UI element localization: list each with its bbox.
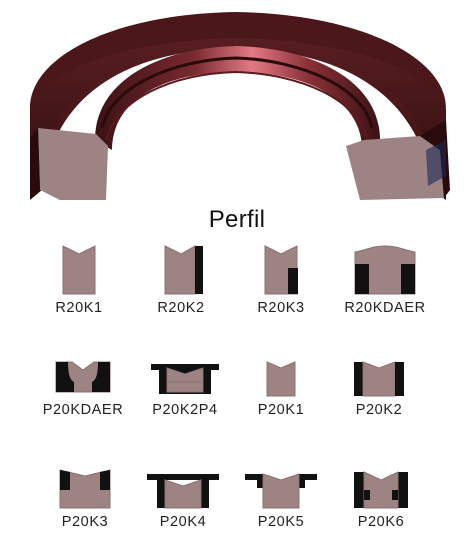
profile-p20k2: P20K2 <box>324 358 434 418</box>
profile-label: R20K1 <box>55 300 103 316</box>
profile-label: P20K5 <box>257 514 305 530</box>
p20k2-icon <box>354 361 404 397</box>
p20kdaer-icon <box>55 361 111 393</box>
r20k2-icon <box>164 245 203 295</box>
profile-label: P20K2 <box>355 402 403 418</box>
profile-label: P20K6 <box>357 514 405 530</box>
r20kdaer-icon <box>354 245 416 295</box>
p20k2p4-icon <box>151 364 219 394</box>
ring-right-band <box>426 140 446 186</box>
ring-groove-upper <box>100 56 374 129</box>
p20k6-icon <box>354 471 408 509</box>
profile-r20k1: R20K1 <box>24 244 134 316</box>
ring-right-cut <box>346 136 444 200</box>
profile-label: P20K3 <box>61 514 109 530</box>
profile-r20k3: R20K3 <box>226 244 336 316</box>
profile-label: P20K1 <box>257 402 305 418</box>
profile-p20k4: P20K4 <box>128 466 238 530</box>
ring-left-side <box>30 128 40 198</box>
profile-label: P20K4 <box>159 514 207 530</box>
profile-p20kdaer: P20KDAER <box>28 358 138 418</box>
p20k3-icon <box>59 469 111 509</box>
ring-right-side <box>420 120 450 198</box>
profile-label: R20K2 <box>157 300 205 316</box>
p20k4-icon <box>147 474 219 509</box>
profile-label: R20KDAER <box>344 300 426 316</box>
r20k1-icon <box>62 245 96 295</box>
page-title: Perfil <box>208 206 266 233</box>
ring-top-rim <box>30 12 446 108</box>
profile-label: R20K3 <box>257 300 305 316</box>
p20k5-icon <box>245 473 317 509</box>
profile-p20k3: P20K3 <box>30 466 140 530</box>
profile-p20k2p4: P20K2P4 <box>130 358 240 418</box>
ring-groove-lower <box>105 70 369 141</box>
profile-label: P20KDAER <box>42 402 124 418</box>
profile-p20k1: P20K1 <box>226 358 336 418</box>
ring-left-cut <box>38 128 108 200</box>
profile-p20k6: P20K6 <box>326 466 436 530</box>
r20k3-icon <box>264 245 298 295</box>
profile-p20k5: P20K5 <box>226 466 336 530</box>
profile-label: P20K2P4 <box>152 402 218 418</box>
profile-r20k2: R20K2 <box>126 244 236 316</box>
p20k1-icon <box>266 361 296 397</box>
ring-outer-side <box>30 16 446 200</box>
profile-r20kdaer: R20KDAER <box>330 244 440 316</box>
seal-ring-illustration <box>30 12 450 200</box>
